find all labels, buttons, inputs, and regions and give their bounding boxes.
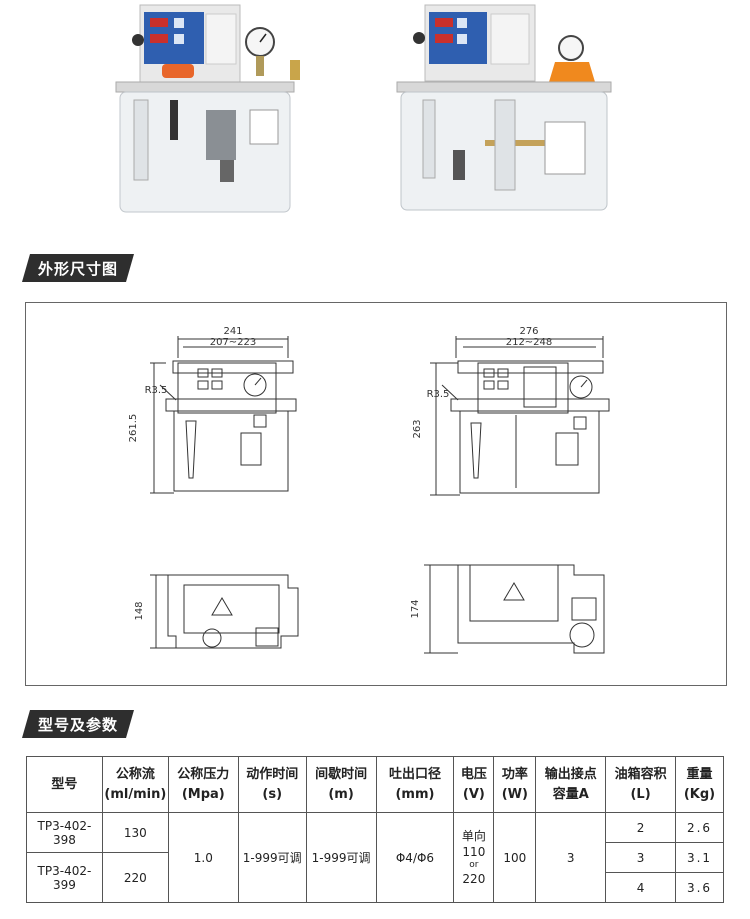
right-radius: R3.5	[427, 389, 450, 400]
left-width-range: 207~223	[210, 337, 257, 348]
left-height: 261.5	[128, 414, 139, 443]
right-depth: 174	[410, 599, 421, 618]
outline-title: 外形尺寸图	[38, 260, 119, 278]
weight-cell: 2.6	[675, 812, 724, 843]
right-front-view	[430, 336, 610, 496]
right-height: 263	[412, 419, 423, 438]
dimension-drawing: 241 207~223 261.5 R3.5 148 276 212~248 2…	[128, 326, 610, 654]
left-depth: 148	[134, 601, 145, 620]
tank-volume-cell: 4	[605, 872, 676, 903]
header-model: 型号	[26, 756, 103, 813]
voltage-cell: 单向 110 or 220	[453, 812, 495, 903]
tank-volume-cell: 2	[605, 812, 676, 843]
flow-cell: 220	[101, 852, 169, 903]
model-cell: TP3-402-398	[26, 812, 103, 853]
header-voltage: 电压(V)	[453, 756, 495, 813]
right-width-range: 212~248	[506, 337, 553, 348]
header-contact: 输出接点容量A	[535, 756, 607, 813]
table-row: 3 3.1	[27, 842, 724, 873]
product-photo-left	[115, 4, 300, 213]
table-row: TP3-402-399 220	[26, 852, 724, 903]
header-action-time: 动作时间(s)	[237, 756, 307, 813]
params-title: 型号及参数	[38, 716, 119, 734]
flow-cell: 130	[101, 812, 169, 853]
left-width-total: 241	[223, 326, 242, 337]
spec-table: 型号 公称流(ml/min) 公称压力(Mpa) 动作时间(s) 间歇时间(m)…	[26, 756, 724, 903]
table-header-row: 型号 公称流(ml/min) 公称压力(Mpa) 动作时间(s) 间歇时间(m)…	[26, 756, 724, 813]
header-flow: 公称流(ml/min)	[101, 756, 169, 813]
tag-background-shape	[22, 254, 134, 282]
left-bottom-view	[150, 574, 299, 649]
section-tag-outline: 外形尺寸图	[22, 254, 134, 282]
outlet-cell: Φ4/Φ6	[375, 812, 455, 903]
header-tank-volume: 油箱容积(L)	[605, 756, 676, 813]
product-photo-right	[396, 4, 612, 211]
interval-time-cell: 1-999可调	[305, 812, 377, 903]
weight-cell: 3.1	[675, 842, 724, 873]
weight-cell: 3.6	[675, 872, 724, 903]
section-tag-params: 型号及参数	[22, 710, 134, 738]
contact-cell: 3	[535, 812, 607, 903]
model-cell: TP3-402-399	[26, 852, 103, 903]
tag-background-shape	[22, 710, 134, 738]
header-interval-time: 间歇时间(m)	[305, 756, 377, 813]
tank-volume-cell: 3	[605, 842, 676, 873]
right-bottom-view	[424, 564, 605, 654]
header-pressure: 公称压力(Mpa)	[167, 756, 239, 813]
header-power: 功率(W)	[493, 756, 537, 813]
right-width-total: 276	[519, 326, 538, 337]
left-radius: R3.5	[145, 385, 168, 396]
pressure-cell: 1.0	[167, 812, 239, 903]
dimension-drawing-frame: 241 207~223 261.5 R3.5 148 276 212~248 2…	[25, 302, 727, 686]
header-outlet: 吐出口径(mm)	[375, 756, 455, 813]
left-front-view	[150, 336, 297, 494]
header-weight: 重量(Kg)	[675, 756, 724, 813]
power-cell: 100	[493, 812, 537, 903]
action-time-cell: 1-999可调	[237, 812, 307, 903]
